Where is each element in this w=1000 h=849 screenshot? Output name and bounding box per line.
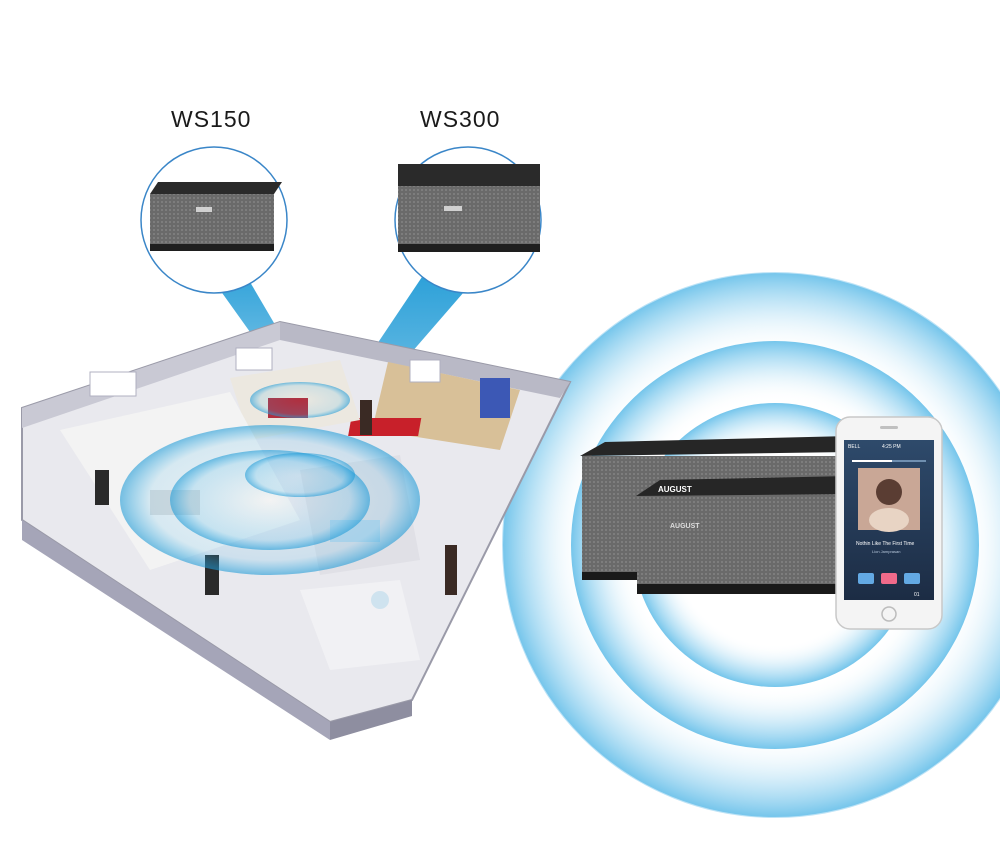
phone-status-carrier: BELL <box>848 444 860 450</box>
ws150-label: WS150 <box>171 106 252 132</box>
ws300-callout <box>394 146 542 294</box>
phone-track-artist: Lion Jamprasan <box>872 549 900 554</box>
ws300-label: WS300 <box>420 106 501 132</box>
speaker-ws150-front <box>636 476 850 594</box>
speaker-brand-label: AUGUST <box>658 485 692 494</box>
speaker-brand-label-front: AUGUST <box>670 523 700 530</box>
phone-status-time: 4:25 PM <box>882 444 901 450</box>
house-sound-waves <box>120 382 420 575</box>
ws150-callout <box>140 146 288 294</box>
smartphone <box>835 416 943 630</box>
phone-badge: 01 <box>914 592 920 598</box>
phone-track-title: Nothin Like The First Time <box>856 541 914 547</box>
